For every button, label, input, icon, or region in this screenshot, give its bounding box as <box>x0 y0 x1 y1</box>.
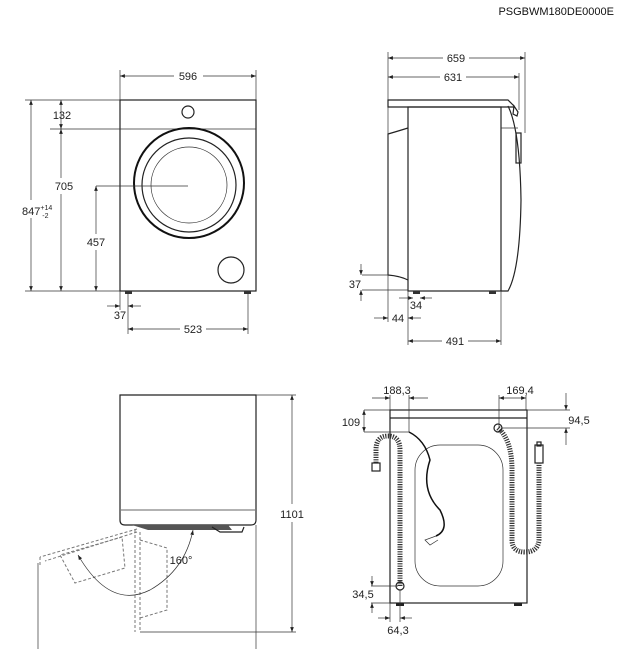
side-body <box>407 106 502 292</box>
side-view: 659 631 37 34 44 491 <box>349 52 526 348</box>
top-body <box>119 394 257 526</box>
dim-foot-offset: 37 <box>114 310 126 322</box>
dim-drain-bottom: 34,5 <box>352 589 373 601</box>
inlet-hose <box>373 433 403 586</box>
dim-width: 596 <box>179 71 197 83</box>
dim-drain-side: 64,3 <box>387 625 408 637</box>
dim-depth-body: 631 <box>444 72 462 84</box>
dim-drain-offset: 169,4 <box>506 385 534 397</box>
document-code: PSGBWM180DE0000E <box>498 6 614 18</box>
door-glass <box>150 146 228 224</box>
knob-side <box>512 104 519 117</box>
dim-rear-offset: 44 <box>392 313 404 325</box>
drain-connector <box>534 444 544 464</box>
door-base <box>132 525 232 530</box>
dim-inlet-offset: 188,3 <box>383 385 411 397</box>
program-knob <box>181 105 195 119</box>
door-ring <box>141 137 237 233</box>
door-handle <box>515 132 522 164</box>
dim-top-panel: 132 <box>53 110 71 122</box>
dim-depth-total: 659 <box>447 53 465 65</box>
rear-body <box>389 409 528 604</box>
foot-right <box>244 291 251 294</box>
dim-height-total: 847+14-2 <box>22 205 52 220</box>
drain-hose <box>496 426 542 555</box>
power-plug <box>424 535 439 546</box>
door-swing-arc <box>77 529 194 596</box>
power-cord <box>408 431 445 537</box>
rear-panel <box>387 127 409 281</box>
dim-drain-height: 94,5 <box>568 415 589 427</box>
dim-foot-spacing: 523 <box>184 324 202 336</box>
foot-left <box>125 291 132 294</box>
filter-cover <box>217 256 245 284</box>
top-plate <box>387 99 515 108</box>
door-angle: 160° <box>170 555 193 567</box>
top-view: 160° 1101 <box>37 394 304 649</box>
front-view: 596 847+14-2 132 705 457 37 523 <box>22 70 257 336</box>
dim-door-center: 457 <box>87 237 105 249</box>
inlet-connector <box>371 462 381 472</box>
dim-rear-clearance: 37 <box>349 279 361 291</box>
dim-foot-width: 34 <box>410 300 422 312</box>
dim-inlet-height: 109 <box>342 417 360 429</box>
dim-depth-door-open: 1101 <box>280 509 304 521</box>
door-open-outline <box>39 528 138 566</box>
dim-foot-depth-spacing: 491 <box>446 336 464 348</box>
dim-body-height: 705 <box>55 181 73 193</box>
front-body <box>119 99 257 292</box>
door-outer <box>133 127 245 239</box>
service-panel <box>414 444 504 587</box>
front-curve <box>501 105 522 292</box>
rear-view: 188,3 169,4 109 94,5 34,5 64,3 <box>342 385 590 637</box>
